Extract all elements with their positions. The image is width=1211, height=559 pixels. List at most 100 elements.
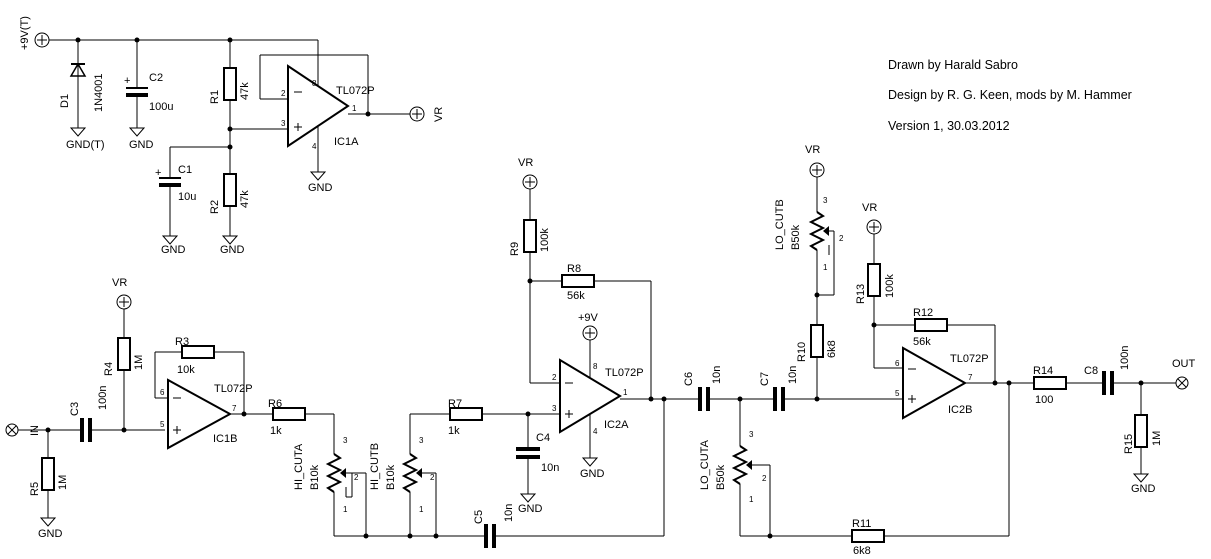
gnd-symbol-ic2a bbox=[581, 457, 599, 467]
capacitor-c4 bbox=[516, 414, 540, 494]
resistor-r8 bbox=[561, 274, 595, 288]
ic2b-ref: IC2B bbox=[948, 404, 972, 416]
resistor-r12 bbox=[914, 318, 948, 332]
c3-value: 100n bbox=[97, 386, 109, 410]
hi-cutb-ref: HI_CUTB bbox=[369, 443, 381, 490]
r9-ref: R9 bbox=[509, 242, 521, 256]
resistor-r6 bbox=[272, 407, 335, 454]
r1-value: 47k bbox=[239, 82, 251, 100]
r9-value: 100k bbox=[539, 228, 551, 252]
ic2a-ref: IC2A bbox=[604, 419, 629, 431]
vr-label-lo-cutb: VR bbox=[805, 144, 820, 156]
vr-label-r13: VR bbox=[862, 202, 877, 214]
lo-cutb-ref: LO_CUTB bbox=[774, 199, 786, 250]
resistor-r11 bbox=[851, 529, 885, 543]
r5-ref: R5 bbox=[29, 482, 41, 496]
r12-ref: R12 bbox=[913, 307, 933, 319]
gnd-label-c2: GND bbox=[129, 139, 154, 151]
c1-value: 10u bbox=[178, 191, 196, 203]
lo-cuta-pin2: 2 bbox=[762, 474, 767, 483]
vr-terminal-r4 bbox=[116, 294, 132, 310]
vr-label-out: VR bbox=[433, 107, 445, 122]
vr-terminal-r13 bbox=[866, 219, 882, 235]
r3-value: 10k bbox=[177, 364, 195, 376]
resistor-r9 bbox=[523, 189, 537, 383]
capacitor-c5 bbox=[484, 524, 664, 548]
r14-value: 100 bbox=[1035, 394, 1053, 406]
gnd-symbol-ic1a bbox=[309, 171, 327, 181]
supply-t-terminal bbox=[34, 32, 50, 48]
c8-ref: C8 bbox=[1084, 365, 1098, 377]
hi-cutb-pin2: 2 bbox=[430, 473, 435, 482]
credit-design-by: Design by R. G. Keen, mods by M. Hammer bbox=[888, 88, 1132, 102]
vr-terminal-out bbox=[409, 106, 425, 122]
ic2a-pin8: 8 bbox=[593, 362, 598, 371]
ic2a-pin3: 3 bbox=[552, 404, 557, 413]
opamp-ic2a bbox=[530, 340, 700, 458]
c6-value: 10n bbox=[711, 366, 723, 384]
credit-version: Version 1, 30.03.2012 bbox=[888, 119, 1010, 133]
gnd-t-symbol bbox=[69, 127, 87, 137]
pot-hi-cutb bbox=[401, 414, 437, 536]
r8-value: 56k bbox=[567, 290, 585, 302]
c7-ref: C7 bbox=[759, 372, 771, 386]
r1-ref: R1 bbox=[209, 90, 221, 104]
diode-d1 bbox=[69, 40, 87, 128]
vr-label-r4: VR bbox=[112, 277, 127, 289]
gnd-label-ic2a: GND bbox=[580, 468, 605, 480]
r13-ref: R13 bbox=[855, 284, 867, 304]
lo-cutb-pin1: 1 bbox=[823, 263, 828, 272]
r7-value: 1k bbox=[448, 425, 460, 437]
hi-cutb-pin1: 1 bbox=[419, 505, 424, 514]
r15-ref: R15 bbox=[1123, 434, 1135, 454]
supply-t-label: +9V(T) bbox=[19, 16, 31, 50]
c1-ref: C1 bbox=[178, 164, 192, 176]
ic2a-pin2: 2 bbox=[552, 373, 557, 382]
r15-value: 1M bbox=[1151, 431, 1163, 446]
ic1b-ref: IC1B bbox=[213, 433, 237, 445]
ic2b-stage: VR R13 100k R12 56k 6 5 7 TL072P IC2B R1… bbox=[855, 202, 1196, 495]
capacitor-c6 bbox=[698, 387, 773, 411]
capacitor-c7 bbox=[773, 387, 903, 411]
resistor-r15 bbox=[1134, 383, 1148, 474]
pot-hi-cuta bbox=[325, 453, 367, 536]
resistor-r3 bbox=[181, 345, 215, 359]
ic2a-pin4: 4 bbox=[593, 427, 598, 436]
r10-value: 6k8 bbox=[826, 340, 838, 358]
resistor-r5 bbox=[41, 430, 55, 518]
opamp-ic1a bbox=[230, 40, 410, 172]
ic2b-pin5: 5 bbox=[895, 389, 900, 398]
output-label: OUT bbox=[1172, 358, 1196, 370]
ic2b-pin6: 6 bbox=[895, 359, 900, 368]
hi-cuta-pin1: 1 bbox=[343, 505, 348, 514]
lo-cutb-pin3: 3 bbox=[823, 196, 828, 205]
r11-value: 6k8 bbox=[853, 545, 871, 557]
vr-label-r9: VR bbox=[518, 157, 533, 169]
gnd-label-c4: GND bbox=[518, 503, 543, 515]
supply-label-ic2a: +9V bbox=[578, 312, 599, 324]
c4-ref: C4 bbox=[536, 432, 550, 444]
ic1a-part: TL072P bbox=[336, 85, 375, 97]
c8-value: 100n bbox=[1119, 346, 1131, 370]
r4-ref: R4 bbox=[103, 362, 115, 376]
r14-ref: R14 bbox=[1033, 365, 1053, 377]
gnd-label-r15: GND bbox=[1131, 483, 1156, 495]
ic2b-pin7: 7 bbox=[968, 373, 973, 382]
resistor-r1 bbox=[223, 40, 237, 174]
output-terminal bbox=[1175, 376, 1189, 390]
c6-ref: C6 bbox=[683, 372, 695, 386]
gnd-symbol-c4 bbox=[519, 493, 537, 503]
d1-value: 1N4001 bbox=[93, 73, 105, 112]
r3-ref: R3 bbox=[175, 336, 189, 348]
resistor-r14 bbox=[1033, 376, 1067, 390]
gnd-symbol-r2 bbox=[221, 235, 239, 245]
r4-value: 1M bbox=[133, 355, 145, 370]
capacitor-c1: + bbox=[155, 146, 230, 236]
ic1a-pin8: 8 bbox=[312, 79, 317, 88]
ic1b-pin7: 7 bbox=[232, 404, 237, 413]
input-stage: IN R5 1M GND C3 100n VR R4 1M bbox=[5, 277, 273, 540]
r5-value: 1M bbox=[57, 475, 69, 490]
ic1b-pin5: 5 bbox=[160, 420, 165, 429]
gnd-symbol-r5 bbox=[39, 517, 57, 527]
